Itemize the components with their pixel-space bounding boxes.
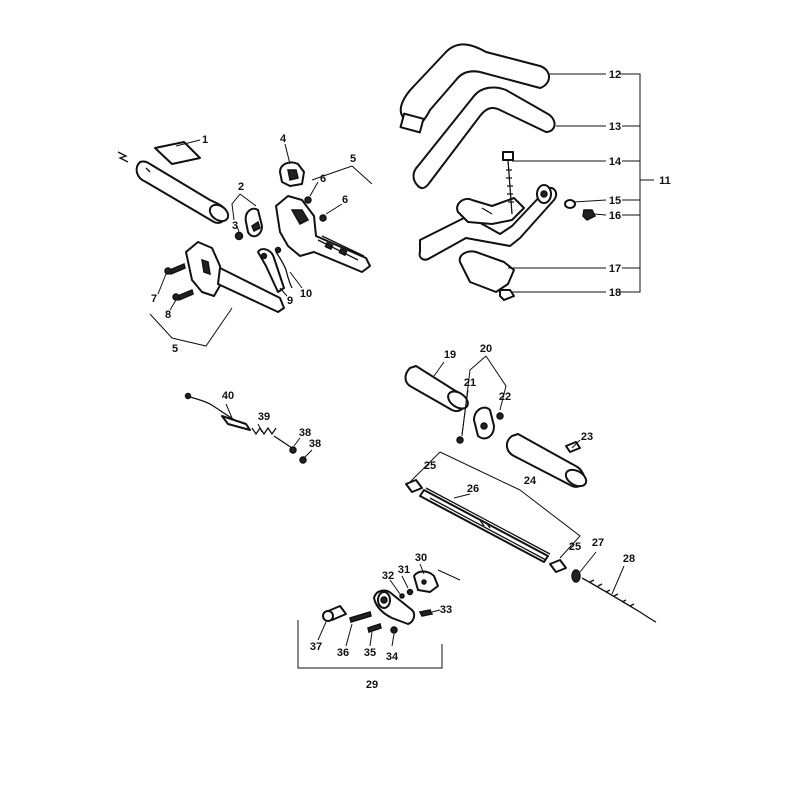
callout-labels: 1 2 3 4 5 5 6 6 7 8 9 10 11 12 13 14 15 … xyxy=(151,69,671,691)
callout-15: 15 xyxy=(609,195,621,207)
handlebar-grip xyxy=(399,43,550,129)
callout-3: 3 xyxy=(232,220,238,232)
callout-33: 33 xyxy=(440,604,452,616)
bearing-27 xyxy=(571,569,581,583)
callout-21: 21 xyxy=(464,377,476,389)
leader-lines xyxy=(149,73,654,669)
gear-case-group xyxy=(322,570,439,634)
throttle-handle-group xyxy=(117,141,371,313)
screw-6b xyxy=(319,214,327,222)
callout-13: 13 xyxy=(609,121,621,133)
handlebar-group xyxy=(399,43,597,301)
callout-1: 1 xyxy=(202,134,208,146)
callout-5-upper: 5 xyxy=(350,153,356,165)
callout-24: 24 xyxy=(524,475,537,487)
throttle-cable-group xyxy=(184,392,307,464)
callout-18: 18 xyxy=(609,287,621,299)
callout-25-b: 25 xyxy=(569,541,581,553)
callout-37: 37 xyxy=(310,641,322,653)
callout-35: 35 xyxy=(364,647,376,659)
handlebar-bar xyxy=(412,86,556,190)
bolt-14 xyxy=(502,151,514,161)
callout-27: 27 xyxy=(592,537,604,549)
callout-12: 12 xyxy=(609,69,621,81)
nut-16 xyxy=(582,209,597,221)
callout-25-a: 25 xyxy=(424,460,436,472)
part-34 xyxy=(390,626,398,634)
callout-4: 4 xyxy=(280,133,287,145)
callout-30: 30 xyxy=(415,552,427,564)
callout-9: 9 xyxy=(287,295,293,307)
callout-34: 34 xyxy=(386,651,399,663)
callout-16: 16 xyxy=(609,210,621,222)
callout-6-a: 6 xyxy=(320,173,326,185)
callout-11: 11 xyxy=(659,175,671,187)
callout-2: 2 xyxy=(238,181,244,193)
callout-32: 32 xyxy=(382,570,394,582)
throttle-trigger xyxy=(257,248,285,293)
callout-14: 14 xyxy=(609,156,622,168)
part-33 xyxy=(418,609,434,617)
clamp xyxy=(244,207,263,238)
callout-38-a: 38 xyxy=(299,427,311,439)
bolt-36 xyxy=(349,611,372,623)
callout-17: 17 xyxy=(609,263,621,275)
cable-spring xyxy=(251,426,277,436)
screw-8 xyxy=(177,288,194,302)
decal-1 xyxy=(154,141,201,165)
callout-23: 23 xyxy=(581,431,593,443)
callout-39: 39 xyxy=(258,411,270,423)
callout-40: 40 xyxy=(222,390,234,402)
bushing-25a xyxy=(405,479,423,493)
callout-6-b: 6 xyxy=(342,194,348,206)
callout-5-lower: 5 xyxy=(172,343,178,355)
shaft-group xyxy=(404,365,657,623)
screw-6a xyxy=(304,196,312,204)
callout-19: 19 xyxy=(444,349,456,361)
callout-28: 28 xyxy=(623,553,635,565)
cable-sleeve xyxy=(221,415,251,431)
nut-38b xyxy=(299,456,307,464)
screw-21 xyxy=(456,436,464,444)
screw-3 xyxy=(234,231,244,241)
trigger-spring xyxy=(275,251,293,289)
handle-half-right xyxy=(275,195,371,273)
nut-38a xyxy=(289,446,297,454)
callout-26: 26 xyxy=(467,483,479,495)
part-32 xyxy=(399,593,405,599)
callout-20: 20 xyxy=(480,343,492,355)
screw-35 xyxy=(367,623,382,633)
bushing-25b xyxy=(549,559,567,573)
callout-7: 7 xyxy=(151,293,157,305)
upper-clamp xyxy=(456,197,525,225)
callout-10: 10 xyxy=(300,288,312,300)
callout-22: 22 xyxy=(499,391,511,403)
callout-29: 29 xyxy=(366,679,378,691)
callout-8: 8 xyxy=(165,309,171,321)
lower-clamp xyxy=(458,250,515,293)
nut-18 xyxy=(499,289,515,301)
part-31 xyxy=(406,588,414,596)
callout-38-b: 38 xyxy=(309,438,321,450)
callout-36: 36 xyxy=(337,647,349,659)
callout-31: 31 xyxy=(398,564,410,576)
screw-7 xyxy=(169,262,186,276)
flex-shaft-28 xyxy=(581,577,657,623)
nut-22 xyxy=(496,412,504,420)
washer-15 xyxy=(564,199,576,209)
